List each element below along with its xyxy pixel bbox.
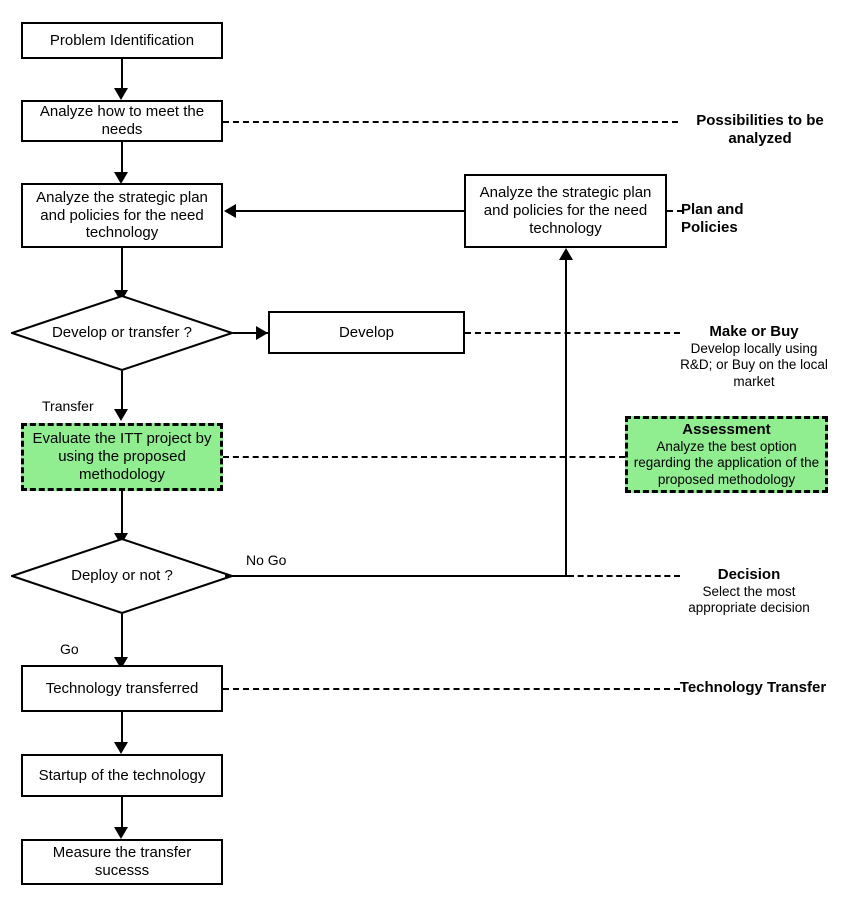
dashed-link-technology-transfer xyxy=(223,688,680,690)
node-develop[interactable]: Develop xyxy=(268,311,465,354)
diamond-shape xyxy=(11,538,233,614)
node-label: Technology transferred xyxy=(45,679,199,697)
node-label: Deploy or not ? xyxy=(71,567,173,585)
connector-transferred-to-startup xyxy=(121,712,123,745)
annotation-subtitle: Develop locally using R&D; or Buy on the… xyxy=(680,341,828,389)
arrowhead-down xyxy=(114,742,128,754)
connector-transfer-branch xyxy=(121,371,123,415)
dashed-link-make-or-buy xyxy=(465,332,680,334)
node-label: Startup of the technology xyxy=(38,766,206,784)
edge-label-go: Go xyxy=(60,641,79,657)
node-evaluate-itt-project[interactable]: Evaluate the ITT project by using the pr… xyxy=(21,423,223,491)
node-label: Evaluate the ITT project by using the pr… xyxy=(32,430,212,483)
annotation-plan-policies: Plan and Policies xyxy=(681,201,801,237)
connector-no-go-riser xyxy=(565,260,567,576)
annotation-make-or-buy: Make or Buy Develop locally using R&D; o… xyxy=(678,323,830,390)
arrowhead-up xyxy=(559,248,573,260)
connector-strategic-to-decision1 xyxy=(121,248,123,295)
annotation-decision: Decision Select the most appropriate dec… xyxy=(678,566,820,617)
node-label: Problem Identification xyxy=(49,31,195,49)
connector-needs-to-strategic xyxy=(121,142,123,174)
connector-no-go xyxy=(225,575,568,577)
connector-right-to-left-strategic xyxy=(236,210,464,212)
annotation-title: Decision xyxy=(717,566,781,583)
arrowhead-down xyxy=(114,409,128,421)
annotation-subtitle: Select the most appropriate decision xyxy=(688,584,810,616)
dashed-link-plan-policies xyxy=(667,210,683,212)
edge-label-no-go: No Go xyxy=(246,552,287,568)
connector-evaluate-to-deploy xyxy=(121,491,123,539)
annotation-technology-transfer: Technology Transfer xyxy=(678,679,828,697)
node-analyze-strategic-plan-left[interactable]: Analyze the strategic plan and policies … xyxy=(21,183,223,248)
arrowhead-right xyxy=(256,326,268,340)
annotation-subtitle: Analyze the best option regarding the ap… xyxy=(633,438,820,487)
annotation-title: Technology Transfer xyxy=(679,679,827,696)
arrowhead-down xyxy=(114,88,128,100)
annotation-title: Possibilities to be analyzed xyxy=(696,112,824,147)
node-measure-transfer-success[interactable]: Measure the transfer sucesss xyxy=(21,839,223,885)
dashed-link-decision xyxy=(568,575,680,577)
edge-label-transfer: Transfer xyxy=(42,398,94,414)
node-startup-of-technology[interactable]: Startup of the technology xyxy=(21,754,223,797)
node-analyze-needs[interactable]: Analyze how to meet the needs xyxy=(21,100,223,142)
connector-to-develop xyxy=(233,332,268,334)
annotation-title: Make or Buy xyxy=(709,323,799,340)
connector-go-branch xyxy=(121,614,123,662)
dashed-link-assessment xyxy=(223,456,625,458)
annotation-title: Assessment xyxy=(682,420,771,438)
diamond-shape xyxy=(11,295,233,371)
annotation-title: Plan and Policies xyxy=(681,201,744,236)
arrowhead-left xyxy=(224,204,236,218)
node-develop-or-transfer[interactable]: Develop or transfer ? xyxy=(11,295,233,371)
node-label: Analyze the strategic plan and policies … xyxy=(36,188,208,242)
node-problem-identification[interactable]: Problem Identification xyxy=(21,22,223,59)
node-analyze-strategic-plan-right[interactable]: Analyze the strategic plan and policies … xyxy=(464,174,667,248)
node-deploy-or-not[interactable]: Deploy or not ? xyxy=(11,538,233,614)
arrowhead-down xyxy=(114,172,128,184)
connector-startup-to-measure xyxy=(121,797,123,830)
node-label: Develop or transfer ? xyxy=(51,324,193,342)
node-technology-transferred[interactable]: Technology transferred xyxy=(21,665,223,712)
node-label: Analyze how to meet the needs xyxy=(39,103,205,138)
dashed-link-possibilities xyxy=(223,121,678,123)
arrowhead-down xyxy=(114,827,128,839)
annotation-assessment[interactable]: Assessment Analyze the best option regar… xyxy=(625,416,828,493)
annotation-possibilities: Possibilities to be analyzed xyxy=(676,112,844,148)
node-label: Measure the transfer sucesss xyxy=(52,844,192,879)
node-label: Analyze the strategic plan and policies … xyxy=(479,184,652,237)
node-label: Develop xyxy=(338,323,395,341)
connector-problem-to-needs xyxy=(121,59,123,90)
